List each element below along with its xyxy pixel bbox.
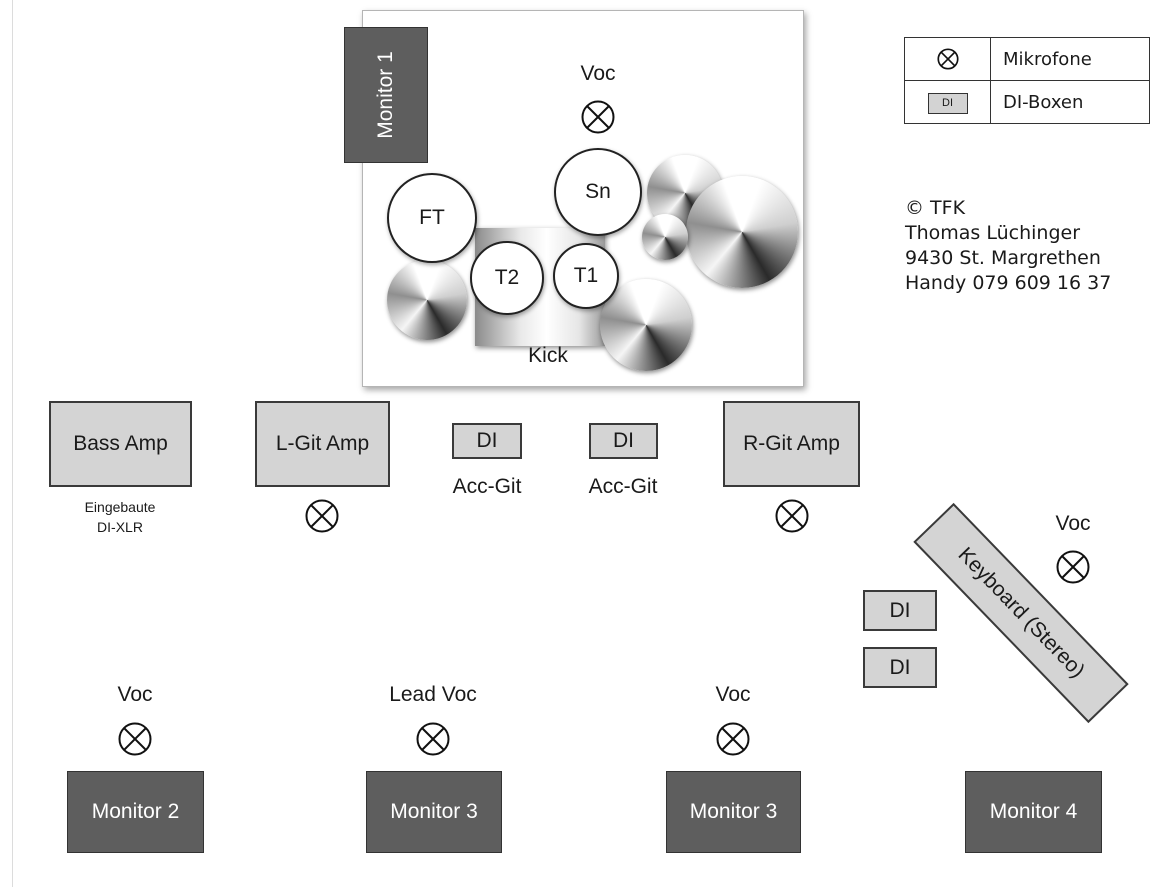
microphone-icon — [305, 499, 339, 533]
monitor-1: Monitor 1 — [344, 27, 428, 163]
bass-amp-label: Bass Amp — [73, 432, 168, 455]
legend-table: Mikrofone DI DI-Boxen — [904, 37, 1150, 124]
kick-label: Kick — [528, 344, 568, 367]
acoustic-guitar-label-1: Acc-Git — [452, 475, 522, 498]
monitor-1-label: Monitor 1 — [374, 51, 397, 139]
microphone-icon — [416, 722, 450, 756]
monitor-3-left: Monitor 3 — [366, 771, 502, 853]
monitor-label: Monitor 3 — [390, 800, 478, 823]
snare-drum: Sn — [554, 148, 642, 236]
vocal-label-1: Voc — [117, 683, 153, 706]
page-edge-line — [12, 0, 13, 887]
floor-tom: FT — [387, 173, 477, 263]
keyboard-di-1: DI — [863, 590, 937, 631]
floor-tom-label: FT — [419, 206, 445, 229]
microphone-icon — [716, 722, 750, 756]
bass-amp: Bass Amp — [49, 401, 192, 487]
microphone-icon — [581, 100, 615, 134]
credits: © TFK Thomas Lüchinger 9430 St. Margreth… — [905, 196, 1111, 296]
cymbal-ride — [686, 176, 798, 288]
right-guitar-amp: R-Git Amp — [723, 401, 860, 487]
cymbal-left — [387, 260, 467, 340]
bass-amp-note: Eingebaute DI-XLR — [60, 497, 180, 537]
di-label: DI — [613, 429, 634, 452]
acoustic-guitar-label-2: Acc-Git — [588, 475, 658, 498]
monitor-label: Monitor 3 — [689, 800, 778, 823]
di-label: DI — [889, 655, 911, 679]
credits-line: 9430 St. Margrethen — [905, 247, 1101, 269]
tom-2-label: T2 — [494, 266, 520, 289]
acoustic-guitar-di-2: DI — [589, 423, 658, 459]
legend-row-di-boxes: DI DI-Boxen — [904, 80, 1150, 124]
credits-line: Thomas Lüchinger — [905, 222, 1081, 244]
vocal-label-2: Lead Voc — [389, 683, 477, 706]
microphone-icon — [1056, 550, 1090, 584]
bass-note-line: Eingebaute — [84, 499, 156, 515]
credits-line: © TFK — [905, 197, 966, 219]
tom-1: T1 — [553, 243, 619, 309]
legend-microphones-label: Mikrofone — [990, 37, 1150, 81]
di-box-icon: DI — [927, 93, 968, 114]
monitor-label: Monitor 2 — [91, 800, 180, 823]
microphone-icon — [775, 499, 809, 533]
legend-mic-cell — [904, 37, 991, 81]
monitor-label: Monitor 4 — [989, 800, 1078, 823]
left-guitar-amp-label: L-Git Amp — [275, 432, 370, 455]
bass-note-line: DI-XLR — [97, 519, 143, 535]
left-guitar-amp: L-Git Amp — [255, 401, 390, 487]
cymbal-crash — [600, 279, 692, 371]
microphone-icon — [936, 48, 959, 70]
monitor-3-right: Monitor 3 — [666, 771, 801, 853]
legend-di-boxes-label: DI-Boxen — [990, 80, 1150, 124]
keyboard-vocal-label: Voc — [1055, 512, 1091, 535]
right-guitar-amp-label: R-Git Amp — [743, 432, 840, 455]
monitor-2: Monitor 2 — [67, 771, 204, 853]
keyboard-di-2: DI — [863, 647, 937, 688]
monitor-4: Monitor 4 — [965, 771, 1102, 853]
acoustic-guitar-di-1: DI — [452, 423, 522, 459]
credits-line: Handy 079 609 16 37 — [905, 272, 1112, 294]
drum-vocal-label: Voc — [580, 62, 616, 85]
di-label: DI — [889, 598, 911, 622]
cymbal-splash — [642, 214, 688, 260]
tom-2: T2 — [470, 241, 544, 315]
di-label: DI — [476, 429, 498, 452]
legend-row-microphones: Mikrofone — [904, 37, 1150, 81]
snare-label: Sn — [585, 180, 611, 203]
legend-di-cell: DI — [904, 80, 991, 124]
microphone-icon — [118, 722, 152, 756]
vocal-label-3: Voc — [715, 683, 751, 706]
tom-1-label: T1 — [573, 264, 599, 287]
